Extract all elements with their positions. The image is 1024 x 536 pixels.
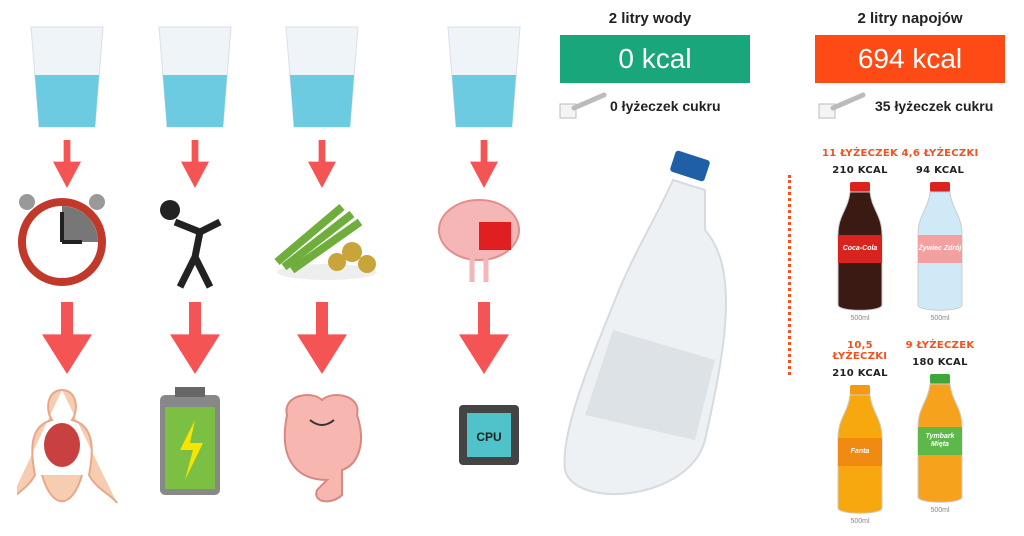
product-bottle-icon bbox=[917, 182, 963, 311]
exercise-icon bbox=[160, 200, 222, 289]
human-body-icon bbox=[17, 389, 118, 504]
water-kcal: 0 kcal bbox=[560, 35, 750, 83]
product-bottle-icon bbox=[917, 374, 963, 503]
arrow-down-icon bbox=[297, 302, 347, 374]
product-volume: 500ml bbox=[930, 315, 950, 322]
water-glass-icon bbox=[285, 26, 359, 128]
alarm-clock-icon bbox=[18, 194, 106, 286]
product-kcal: 180 KCAL bbox=[912, 357, 968, 368]
product-item: 9 ŁYŻECZEK 180 KCAL Tymbark Mięta 500ml bbox=[900, 340, 980, 514]
drinks-title: 2 litry napojów bbox=[857, 10, 963, 27]
drinks-sugar: 35 łyżeczek cukru bbox=[875, 98, 994, 114]
product-bottle: Tymbark Mięta bbox=[900, 372, 980, 507]
arrow-down-icon bbox=[53, 140, 81, 188]
sugar-spoon-icon bbox=[556, 92, 608, 127]
product-brand-label: Żywiec Zdrój bbox=[918, 245, 962, 252]
drinks-kcal: 694 kcal bbox=[815, 35, 1005, 83]
product-bottle: Żywiec Zdrój bbox=[900, 180, 980, 315]
product-bottle: Fanta bbox=[820, 383, 900, 518]
cpu-label: CPU bbox=[476, 430, 501, 444]
arrow-down-icon bbox=[308, 140, 336, 188]
product-spoons: 4,6 ŁYŻECZKI bbox=[901, 148, 979, 159]
product-brand-label: Tymbark Mięta bbox=[925, 433, 955, 448]
water-glass-icon bbox=[158, 26, 232, 128]
arrow-down-icon bbox=[170, 302, 220, 374]
product-kcal: 210 KCAL bbox=[832, 165, 888, 176]
product-brand-label: Coca-Cola bbox=[842, 245, 878, 252]
arrow-down-icon bbox=[181, 140, 209, 188]
product-bottle-icon bbox=[837, 182, 883, 311]
vegetables-icon bbox=[274, 203, 377, 280]
product-brand-label: Fanta bbox=[850, 448, 870, 455]
battery-icon bbox=[160, 387, 220, 495]
product-volume: 500ml bbox=[930, 507, 950, 514]
product-bottle-icon bbox=[837, 385, 883, 514]
product-volume: 500ml bbox=[850, 518, 870, 525]
product-bottle: Coca-Cola bbox=[820, 180, 900, 315]
product-item: 10,5 ŁYŻECZKI 210 KCAL Fanta 500ml bbox=[820, 340, 900, 525]
divider-dotted bbox=[788, 175, 791, 375]
product-item: 4,6 ŁYŻECZKI 94 KCAL Żywiec Zdrój 500ml bbox=[900, 148, 980, 322]
arrow-down-icon bbox=[42, 302, 92, 374]
brain-reading-icon bbox=[438, 199, 520, 282]
empty-bottle-icon bbox=[555, 150, 765, 515]
product-volume: 500ml bbox=[850, 315, 870, 322]
water-glass-icon bbox=[30, 26, 104, 128]
water-sugar: 0 łyżeczek cukru bbox=[610, 98, 721, 114]
product-spoons: 11 ŁYŻECZEK bbox=[821, 148, 899, 159]
product-kcal: 94 KCAL bbox=[915, 165, 965, 176]
product-item: 11 ŁYŻECZEK 210 KCAL Coca-Cola 500ml bbox=[820, 148, 900, 322]
arrow-down-icon bbox=[459, 302, 509, 374]
product-spoons: 9 ŁYŻECZEK bbox=[905, 340, 975, 351]
cpu-chip-icon: CPU bbox=[459, 405, 519, 465]
product-spoons: 10,5 ŁYŻECZKI bbox=[832, 340, 888, 362]
product-kcal: 210 KCAL bbox=[832, 368, 888, 379]
arrow-down-icon bbox=[470, 140, 498, 188]
sugar-spoon-icon bbox=[815, 92, 867, 127]
water-title: 2 litry wody bbox=[608, 10, 692, 27]
intestine-icon bbox=[283, 394, 362, 503]
water-glass-icon bbox=[447, 26, 521, 128]
